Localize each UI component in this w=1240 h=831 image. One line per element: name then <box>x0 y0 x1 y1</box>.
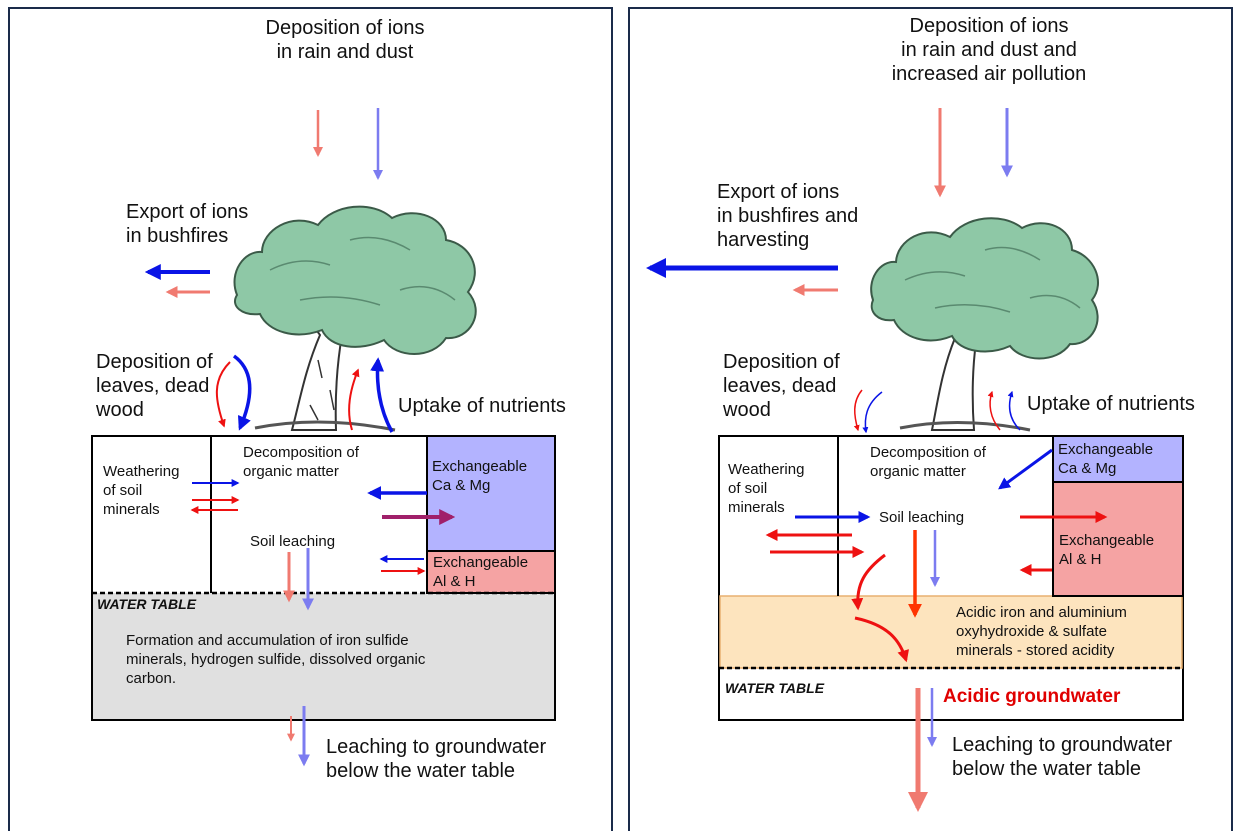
left-weathering-label: Weathering of soil minerals <box>103 463 180 518</box>
right-uptake-label: Uptake of nutrients <box>1027 393 1195 415</box>
left-export-label: Export of ions in bushfires <box>126 201 249 247</box>
left-exch-ca-label: Exchangeable Ca & Mg <box>432 458 528 494</box>
right-water-table-label: WATER TABLE <box>725 680 825 696</box>
right-soil-leaching-label: Soil leaching <box>879 509 965 526</box>
right-deposition-top-label: Deposition of ions in rain and dust and … <box>891 15 1087 85</box>
left-exch-al-label: Exchangeable Al & H <box>433 554 529 590</box>
right-panel-frame <box>628 7 1233 831</box>
right-export-label: Export of ions in bushfires and harvesti… <box>717 181 859 251</box>
right-acidic-layer-label: Acidic iron and aluminium oxyhydroxide &… <box>956 604 1127 659</box>
right-deposition-leaves-label: Deposition of leaves, dead wood <box>723 351 840 421</box>
right-leaching-gw-label: Leaching to groundwater below the water … <box>952 734 1173 780</box>
right-acidic-groundwater-label: Acidic groundwater <box>943 686 1121 707</box>
left-panel-frame <box>8 7 613 831</box>
right-exch-al-label: Exchangeable Al & H <box>1059 532 1155 568</box>
right-weathering-label: Weathering of soil minerals <box>728 461 805 516</box>
left-water-table-label: WATER TABLE <box>97 596 197 612</box>
left-soil-leaching-label: Soil leaching <box>250 533 336 550</box>
left-deposition-top-label: Deposition of ions in rain and dust <box>265 17 425 63</box>
left-leaching-gw-label: Leaching to groundwater below the water … <box>326 736 547 782</box>
left-uptake-label: Uptake of nutrients <box>398 395 566 417</box>
right-exch-ca-label: Exchangeable Ca & Mg <box>1058 441 1154 477</box>
left-formation-label: Formation and accumulation of iron sulfi… <box>126 632 426 687</box>
left-deposition-leaves-label: Deposition of leaves, dead wood <box>96 351 213 421</box>
left-decomposition-label: Decomposition of organic matter <box>243 444 359 480</box>
right-decomposition-label: Decomposition of organic matter <box>870 444 986 480</box>
